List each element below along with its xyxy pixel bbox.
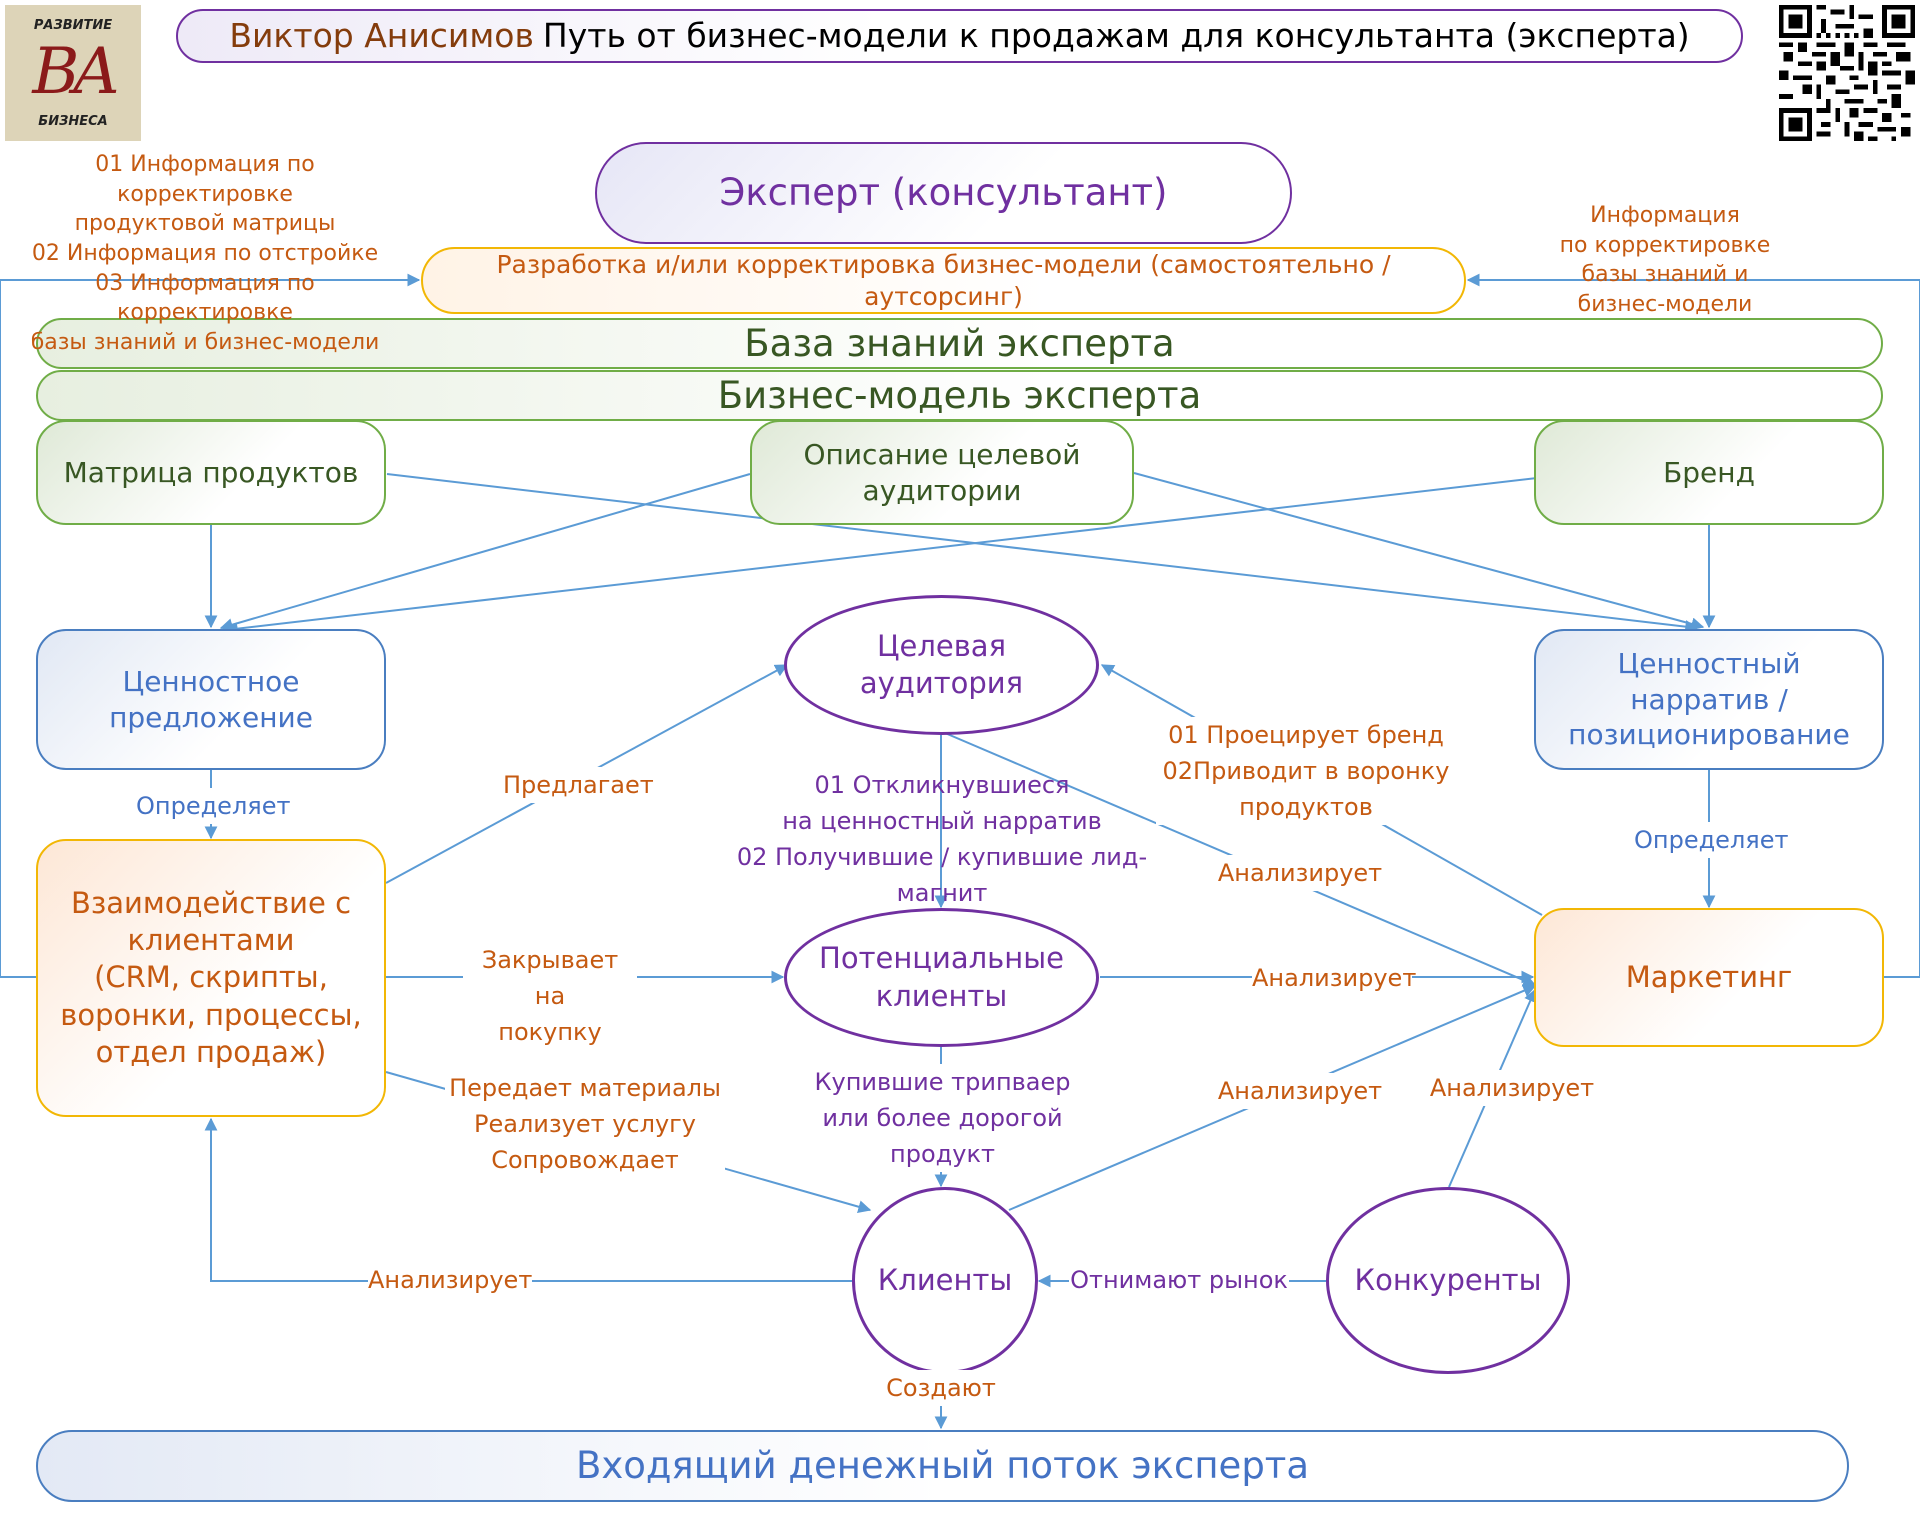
- logo-top-text: РАЗВИТИЕ: [33, 18, 113, 33]
- create-label: Создают: [881, 1370, 1001, 1406]
- logo-monogram: BA: [32, 35, 119, 109]
- bought-tripwire-label: Купившие трипваер или более дорогой прод…: [800, 1064, 1085, 1172]
- analyzes-potential-label: Анализирует: [1252, 960, 1416, 996]
- business-model-development-node: Разработка и/или корректировка бизнес-мо…: [421, 247, 1466, 314]
- arrow-left-feedback: [0, 273, 421, 978]
- page-title: Виктор Анисимов Путь от бизнес-модели к …: [176, 9, 1743, 63]
- brand-node: Бренд: [1534, 420, 1884, 525]
- competitors-node: Конкуренты: [1326, 1187, 1570, 1374]
- analyzes-clients-left-label: Анализирует: [368, 1262, 532, 1298]
- clients-node: Клиенты: [852, 1187, 1038, 1374]
- title-author: Виктор Анисимов: [229, 15, 534, 55]
- target-audience-node: Целевая аудитория: [784, 595, 1099, 735]
- title-text: Путь от бизнес-модели к продажам для кон…: [542, 15, 1690, 55]
- analyzes-competitors-label: Анализирует: [1424, 1070, 1600, 1106]
- audience-description-node: Описание целевой аудитории: [750, 420, 1134, 525]
- closes-purchase-label: Закрывает на покупку: [463, 942, 637, 1050]
- take-market-label: Отнимают рынок: [1069, 1262, 1289, 1298]
- qr-code-icon: [1779, 5, 1915, 141]
- expert-node: Эксперт (консультант): [595, 142, 1292, 244]
- client-interaction-node: Взаимодействие с клиентами (CRM, скрипты…: [36, 839, 386, 1117]
- product-matrix-node: Матрица продуктов: [36, 420, 386, 525]
- value-proposition-node: Ценностное предложение: [36, 629, 386, 770]
- offers-label: Предлагает: [503, 767, 654, 803]
- arrow-right-feedback: [1466, 273, 1920, 978]
- marketing-node: Маркетинг: [1534, 908, 1884, 1047]
- left-feedback-label: 01 Информация по корректировке продуктов…: [30, 152, 380, 356]
- analyzes-audience-label: Анализирует: [1212, 855, 1388, 891]
- arrow-clients-interaction: [204, 1117, 852, 1282]
- arrow-audience-vn: [1133, 472, 1705, 631]
- right-feedback-label: Информация по корректировке базы знаний …: [1559, 203, 1771, 318]
- arrow-audience-vp: [219, 473, 751, 631]
- arrow-brand-vp: [224, 477, 1538, 636]
- arrow-matrix-vn: [386, 473, 1699, 634]
- responded-label: 01 Откликнувшиеся на ценностный нарратив…: [736, 771, 1148, 907]
- value-narrative-node: Ценностный нарратив / позиционирование: [1534, 629, 1884, 770]
- transfers-materials-label: Передает материалы Реализует услугу Сопр…: [445, 1070, 725, 1178]
- knowledge-base-band: База знаний эксперта: [36, 318, 1883, 369]
- analyzes-clients-label: Анализирует: [1212, 1073, 1388, 1109]
- cash-flow-band: Входящий денежный поток эксперта: [36, 1430, 1849, 1502]
- business-model-band: Бизнес-модель эксперта: [36, 370, 1883, 421]
- company-logo: РАЗВИТИЕ BA БИЗНЕСА: [5, 5, 141, 141]
- brand-projection-label: 01 Проецирует бренд 02Приводит в воронку…: [1156, 717, 1456, 825]
- defines-label-left: Определяет: [136, 788, 290, 824]
- defines-label-right: Определяет: [1634, 822, 1788, 858]
- logo-bottom-text: БИЗНЕСА: [38, 114, 108, 129]
- potential-clients-node: Потенциальные клиенты: [784, 908, 1099, 1047]
